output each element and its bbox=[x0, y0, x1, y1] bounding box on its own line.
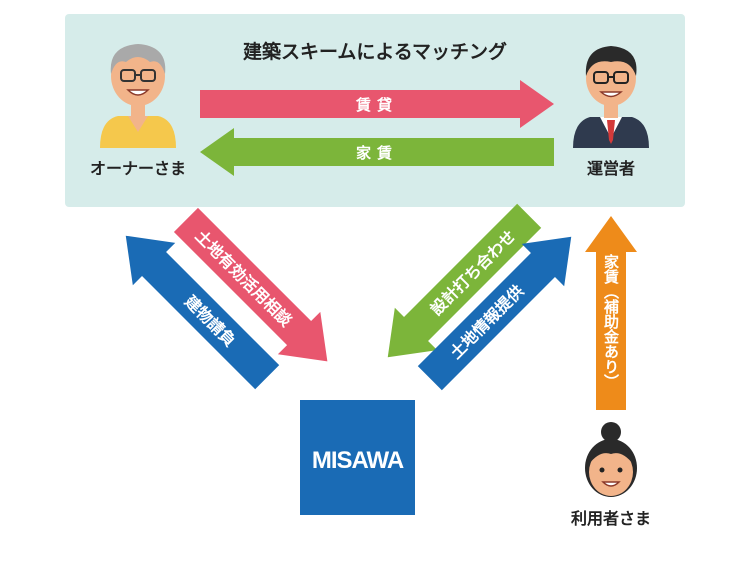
businessman-icon bbox=[573, 46, 649, 148]
woman-icon bbox=[585, 422, 637, 497]
lease-arrow-label: 賃貸 bbox=[355, 96, 398, 114]
misawa-label: MISAWA bbox=[312, 447, 404, 474]
misawa-logo: MISAWA bbox=[300, 400, 415, 515]
rent-arrow-label: 家賃 bbox=[356, 144, 398, 162]
rent-subsidy-arrow: 家賃（補助金あり） bbox=[585, 216, 637, 410]
lease-arrow: 賃貸 bbox=[200, 80, 554, 128]
rent-arrow: 家賃 bbox=[200, 128, 554, 176]
elderly-man-icon bbox=[100, 44, 176, 148]
rent-subsidy-label: 家賃（補助金あり） bbox=[602, 253, 620, 389]
diagram-title: 建築スキームによるマッチング bbox=[243, 40, 507, 63]
owner-label: オーナーさま bbox=[90, 159, 186, 178]
operator-label: 運営者 bbox=[587, 159, 635, 178]
user-label: 利用者さま bbox=[571, 509, 651, 528]
